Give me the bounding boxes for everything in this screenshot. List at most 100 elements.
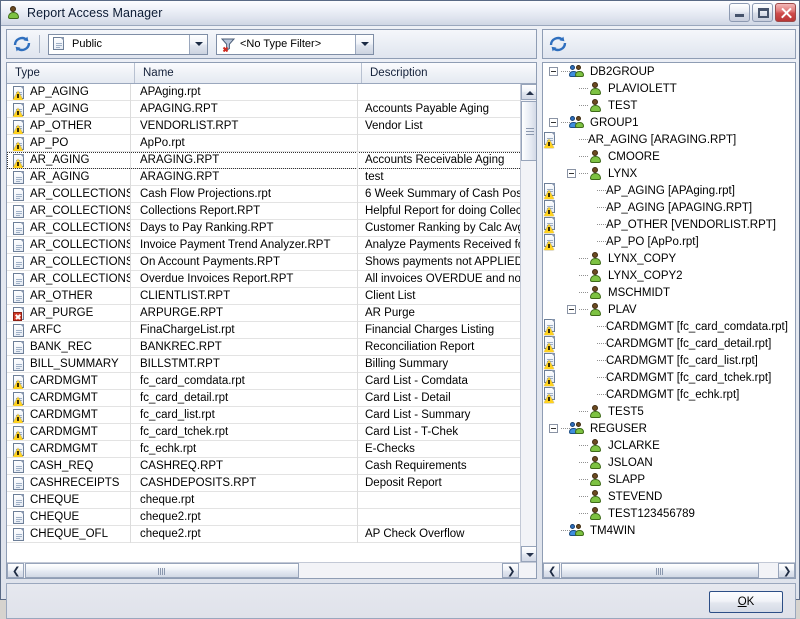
maximize-button[interactable] [752, 3, 773, 22]
tree-node[interactable]: CMOORE [543, 148, 795, 165]
grid-horizontal-scrollbar[interactable]: ❮ ❯ [7, 562, 536, 578]
grid-scroll-left-button[interactable]: ❮ [7, 563, 24, 578]
column-divider [357, 526, 358, 543]
tree-node[interactable]: TEST5 [543, 403, 795, 420]
tree-node[interactable]: PLAV [543, 301, 795, 318]
tree-collapse-icon[interactable] [567, 305, 576, 314]
tree-node[interactable]: AR_AGING [ARAGING.RPT] [543, 131, 795, 148]
refresh-assignments-icon[interactable] [546, 32, 570, 56]
tree-node[interactable]: PLAVIOLETT [543, 80, 795, 97]
cell-type: AR_OTHER [7, 288, 130, 304]
column-header-type[interactable]: Type [7, 63, 135, 83]
tree-scroll-right-button[interactable]: ❯ [778, 563, 795, 578]
column-header-name[interactable]: Name [135, 63, 362, 83]
column-divider [357, 441, 358, 458]
user-icon [588, 438, 604, 453]
grid-scroll-up-button[interactable] [521, 84, 536, 100]
tree-node[interactable]: LYNX_COPY2 [543, 267, 795, 284]
tree-node[interactable]: JCLARKE [543, 437, 795, 454]
tree-scroll-left-button[interactable]: ❮ [543, 563, 560, 578]
tree-collapse-icon[interactable] [567, 169, 576, 178]
cell-type-text: CARDMGMT [30, 409, 98, 421]
grid-vertical-scroll-thumb[interactable] [521, 101, 536, 161]
tree-node[interactable]: GROUP1 [543, 114, 795, 131]
cell-type-text: AR_COLLECTIONS [30, 222, 130, 234]
type-filter-combo[interactable]: <No Type Filter> [216, 33, 374, 55]
minimize-button[interactable] [729, 3, 750, 22]
tree-node-label: JCLARKE [608, 439, 660, 452]
tree-node-label: PLAV [608, 303, 637, 316]
tree-node[interactable]: CARDMGMT [fc_echk.rpt] [543, 386, 795, 403]
tree-node[interactable]: AP_OTHER [VENDORLIST.RPT] [543, 216, 795, 233]
tree-node[interactable]: CARDMGMT [fc_card_detail.rpt] [543, 335, 795, 352]
tree-node[interactable]: JSLOAN [543, 454, 795, 471]
cell-type-text: AR_AGING [30, 171, 90, 183]
grid-vertical-scrollbar[interactable] [520, 84, 536, 562]
column-divider [130, 390, 131, 407]
tree-node[interactable]: LYNX [543, 165, 795, 182]
close-button[interactable] [775, 3, 796, 22]
tree-node[interactable]: AP_AGING [APAGING.RPT] [543, 199, 795, 216]
cell-type: AP_PO [7, 135, 130, 151]
tree-node[interactable]: CARDMGMT [fc_card_comdata.rpt] [543, 318, 795, 335]
tree-node[interactable]: CARDMGMT [fc_card_list.rpt] [543, 352, 795, 369]
tree-node[interactable]: SLAPP [543, 471, 795, 488]
tree-node[interactable]: REGUSER [543, 420, 795, 437]
tree-collapse-icon[interactable] [549, 424, 558, 433]
tree-node[interactable]: DB2GROUP [543, 63, 795, 80]
tree-node[interactable]: MSCHMIDT [543, 284, 795, 301]
tree-horizontal-scroll-thumb[interactable] [561, 563, 759, 578]
tree-node[interactable]: TEST [543, 97, 795, 114]
scope-combo-chevron-down-icon[interactable] [189, 34, 207, 54]
refresh-reports-icon[interactable] [10, 32, 34, 56]
grid-scroll-right-button[interactable]: ❯ [502, 563, 519, 578]
tree-node[interactable]: STEVEND [543, 488, 795, 505]
tree-node[interactable]: AP_AGING [APAging.rpt] [543, 182, 795, 199]
type-filter-chevron-down-icon[interactable] [355, 34, 373, 54]
scope-combo[interactable]: Public [48, 33, 208, 55]
tree-node[interactable]: TEST123456789 [543, 505, 795, 522]
column-divider [130, 441, 131, 458]
tree-node[interactable]: CARDMGMT [fc_card_tchek.rpt] [543, 369, 795, 386]
tree-node[interactable]: TM4WIN [543, 522, 795, 539]
tree-node[interactable]: AP_PO [ApPo.rpt] [543, 233, 795, 250]
cell-name: cheque.rpt [135, 492, 357, 508]
ok-button[interactable]: OK [709, 591, 783, 613]
tree-collapse-icon[interactable] [549, 118, 558, 127]
column-header-description[interactable]: Description [370, 67, 428, 79]
tree-horizontal-scrollbar[interactable]: ❮ ❯ [543, 562, 795, 578]
grid-scroll-down-button[interactable] [521, 546, 536, 562]
grid-horizontal-scroll-thumb[interactable] [25, 563, 299, 578]
tree-node[interactable]: LYNX_COPY [543, 250, 795, 267]
tree-collapse-icon[interactable] [549, 67, 558, 76]
